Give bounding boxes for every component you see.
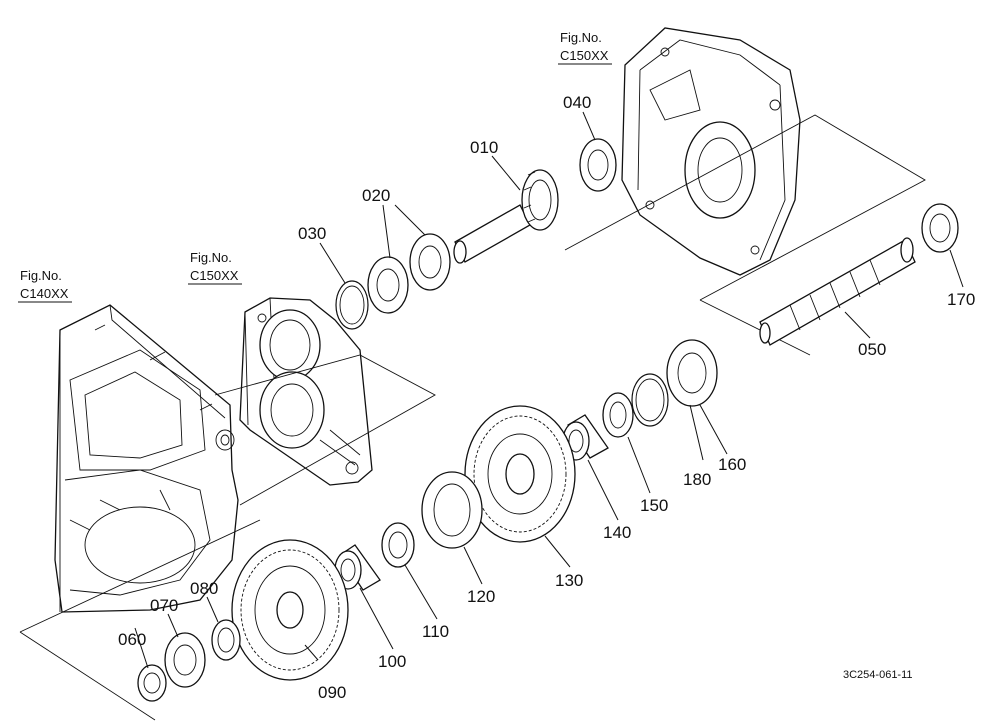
fig-ref-number[interactable]: C140XX [20,286,69,301]
bearing-160 [666,339,718,407]
fig-ref-number[interactable]: C150XX [190,268,239,283]
bearing-020-a [409,233,451,291]
part-label-060: 060 [118,630,146,649]
bearing-040 [579,138,617,192]
gear-case-plate [239,297,373,486]
snap-ring-030 [335,280,369,330]
part-label-040: 040 [563,93,591,112]
leader-lines [134,111,964,669]
seal-170 [921,203,959,253]
part-label-110: 110 [422,622,449,641]
washer-150 [602,392,634,438]
part-label-020: 020 [362,186,390,205]
pto-gear-case-housing [621,27,801,276]
part-label-140: 140 [603,523,631,542]
reference-plane-lines [19,114,926,721]
fig-ref-caption: Fig.No. [20,268,62,283]
transmission-case-housing [54,304,239,613]
pto-shaft [759,237,916,346]
drawing-code: 3C254-061-11 [843,669,913,681]
fig-ref-caption: Fig.No. [560,30,602,45]
part-label-160: 160 [718,455,746,474]
bearing-070 [164,632,206,688]
fig-ref-caption: Fig.No. [190,250,232,265]
gear-130 [464,405,576,543]
seal-060 [137,664,167,702]
fig-ref-number[interactable]: C150XX [560,48,609,63]
collar-120 [421,471,483,549]
part-label-050: 050 [858,340,886,359]
fig-ref-middle[interactable]: Fig.No. C150XX [188,250,242,285]
part-label-120: 120 [467,587,495,606]
snap-ring-180 [631,373,669,427]
input-gear-shaft [453,169,559,264]
part-label-010: 010 [470,138,498,157]
part-label-150: 150 [640,496,668,515]
bearing-020-b [367,256,409,314]
part-label-080: 080 [190,579,218,598]
part-label-030: 030 [298,224,326,243]
needle-bearing-110 [381,522,415,568]
fig-ref-top-right[interactable]: Fig.No. C150XX [558,30,612,65]
collar-080 [211,619,241,661]
fig-ref-left[interactable]: Fig.No. C140XX [18,268,72,303]
part-label-100: 100 [378,652,406,671]
part-label-180: 180 [683,470,711,489]
part-label-070: 070 [150,596,178,615]
part-label-090: 090 [318,683,346,702]
part-label-130: 130 [555,571,583,590]
gear-090 [231,539,349,681]
part-label-170: 170 [947,290,975,309]
